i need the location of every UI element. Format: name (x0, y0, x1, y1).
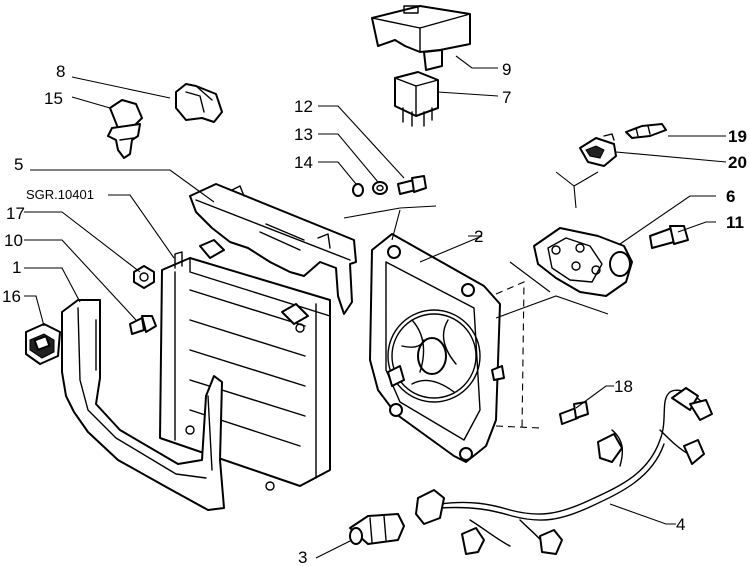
callout-7: 7 (502, 88, 511, 107)
screw (129, 315, 157, 335)
bolt-11 (649, 225, 689, 249)
connector-20 (579, 133, 617, 167)
callout-14: 14 (294, 153, 313, 172)
callout-1: 1 (12, 258, 21, 277)
callout-13: 13 (294, 125, 313, 144)
fan-shroud (369, 233, 505, 463)
bolt-12 (397, 175, 427, 195)
callout-9: 9 (502, 60, 511, 79)
callout-4: 4 (676, 515, 685, 534)
callout-17: 17 (6, 204, 25, 223)
callout-labels: 8 15 5 SGR.10401 17 10 1 16 12 13 14 9 7… (2, 60, 747, 566)
pressure-switch (349, 513, 405, 545)
relay-cover (371, 5, 471, 71)
air-deflector (189, 183, 357, 315)
callout-10: 10 (4, 231, 23, 250)
bolt-18 (559, 401, 589, 425)
hose-clip (175, 83, 223, 123)
callout-11: 11 (726, 213, 744, 232)
radiator (159, 239, 331, 491)
terminal-19 (625, 123, 667, 139)
washer-14 (352, 183, 364, 197)
callout-3: 3 (298, 548, 307, 566)
wiring-harness (415, 387, 713, 555)
callout-15: 15 (44, 89, 63, 108)
leader-lines (24, 55, 727, 559)
relay (394, 71, 439, 127)
assembly-dashed-lines (343, 171, 609, 431)
callout-18: 18 (614, 377, 633, 396)
callout-12: 12 (294, 97, 313, 116)
washer-13 (372, 181, 388, 195)
reference-code: SGR.10401 (26, 187, 94, 202)
callout-20: 20 (728, 153, 747, 172)
callout-2: 2 (474, 227, 483, 246)
callout-6: 6 (726, 187, 735, 206)
push-clip (107, 99, 143, 159)
callout-16: 16 (2, 287, 21, 306)
callout-5: 5 (14, 155, 23, 174)
fan-motor (533, 227, 633, 297)
lower-cross-member (61, 299, 225, 511)
callout-8: 8 (56, 62, 65, 81)
callout-19: 19 (728, 127, 747, 146)
rubber-mount (25, 323, 61, 365)
